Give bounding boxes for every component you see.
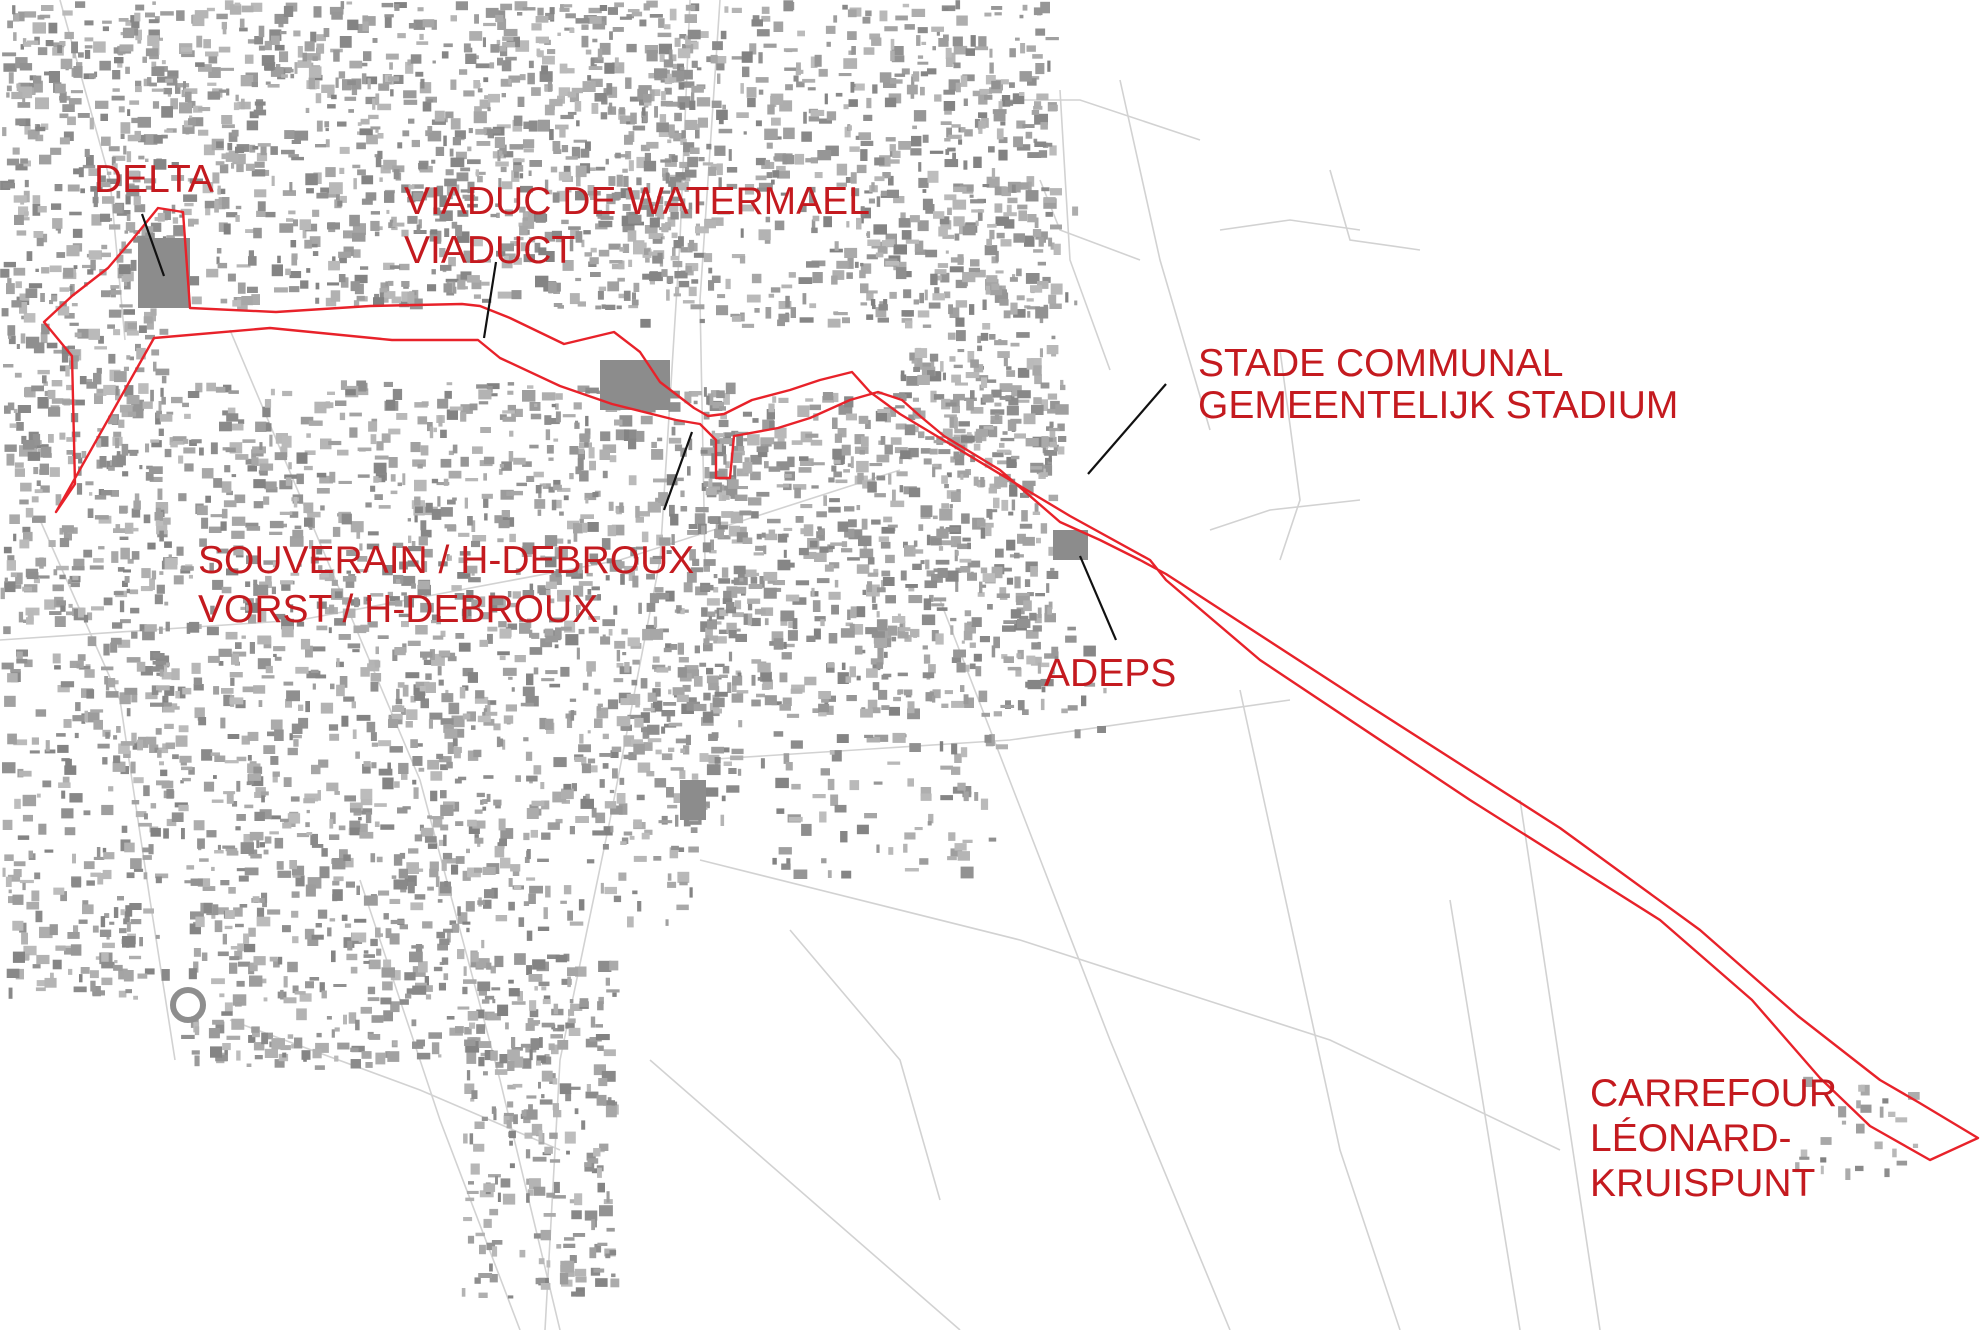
label-souverain: SOUVERAIN / H-DEBROUX VORST / H-DEBROUX <box>198 539 705 631</box>
label-delta: DELTA <box>94 158 214 201</box>
label-stadium: STADE COMMUNAL GEMEENTELIJK STADIUM <box>1198 342 1678 427</box>
label-carrefour: CARREFOUR LÉONARD- KRUISPUNT <box>1590 1072 1848 1205</box>
label-viaduct: VIADUC DE WATERMAEL VIADUCT <box>404 180 879 272</box>
leader-lines <box>140 213 1167 641</box>
route-outline <box>42 206 1980 1162</box>
urban-fabric <box>0 0 1920 1299</box>
label-adeps: ADEPS <box>1044 652 1176 695</box>
